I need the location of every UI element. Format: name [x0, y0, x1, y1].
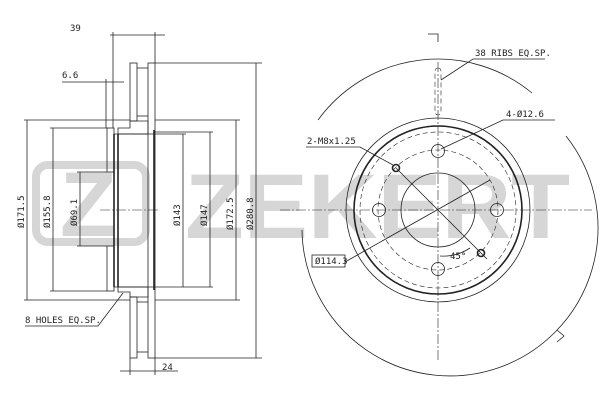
dim-172-5: Ø172.5 — [225, 197, 236, 230]
note-bolt-holes: 4-Ø12.6 — [506, 109, 544, 120]
dim-24: 24 — [162, 363, 173, 373]
dim-6-6: 6.6 — [62, 71, 78, 81]
front-view — [280, 33, 599, 377]
watermark-z: Z — [60, 154, 116, 256]
dim-155-8: Ø155.8 — [42, 195, 53, 228]
dim-280-8: Ø280.8 — [245, 197, 256, 230]
front-view-labels: 38 RIBS EQ.SP. 4-Ø12.6 2-M8x1.25 Ø114.3 … — [307, 49, 551, 267]
dim-angle: 45° — [450, 252, 466, 262]
dim-171-5: Ø171.5 — [16, 195, 27, 228]
zekert-watermark: Z ZEKERT — [32, 154, 570, 258]
thread-hole — [476, 248, 486, 258]
dim-147: Ø147 — [199, 204, 210, 226]
dim-pcd: Ø114.3 — [315, 256, 348, 267]
dim-143: Ø143 — [172, 204, 183, 226]
note-threads: 2-M8x1.25 — [307, 137, 356, 147]
dim-69-1: Ø69.1 — [69, 199, 80, 226]
note-8-holes: 8 HOLES EQ.SP. — [25, 316, 101, 326]
thread-hole — [391, 163, 401, 173]
watermark-text: ZEKERT — [185, 156, 570, 258]
side-view-labels: 39 6.6 Ø171.5 Ø155.8 Ø69.1 Ø143 Ø147 Ø17… — [16, 24, 256, 373]
side-section-view — [24, 32, 262, 375]
note-38-ribs: 38 RIBS EQ.SP. — [475, 49, 551, 59]
dim-39: 39 — [70, 24, 81, 34]
